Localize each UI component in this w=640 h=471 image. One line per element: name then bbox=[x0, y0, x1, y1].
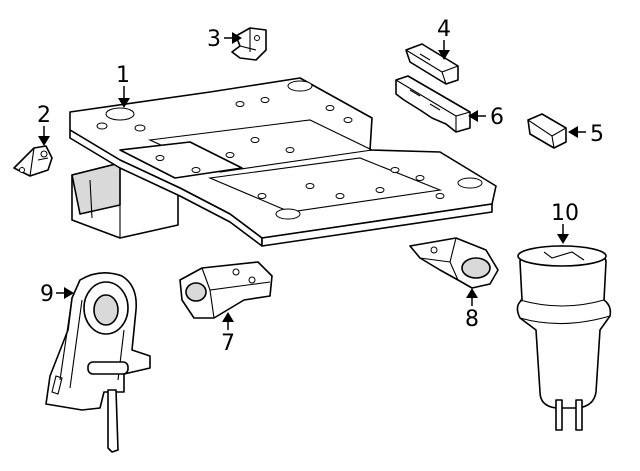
callout-label-9: 9 bbox=[40, 282, 54, 307]
part-8-bracket bbox=[409, 237, 499, 289]
callout-8: 8 bbox=[465, 288, 479, 332]
callout-4: 4 bbox=[437, 17, 451, 60]
callout-6: 6 bbox=[468, 105, 504, 130]
part-9-mount bbox=[45, 272, 151, 453]
part-7-bracket bbox=[179, 261, 273, 319]
callout-label-3: 3 bbox=[207, 27, 221, 52]
part-2-bracket bbox=[13, 145, 53, 177]
callout-2: 2 bbox=[37, 103, 51, 146]
callout-label-7: 7 bbox=[221, 331, 235, 356]
callout-5: 5 bbox=[568, 122, 604, 147]
callout-label-10: 10 bbox=[551, 201, 579, 226]
callout-label-1: 1 bbox=[116, 63, 130, 88]
part-4-spacer bbox=[405, 43, 459, 85]
callout-label-6: 6 bbox=[490, 105, 504, 130]
callout-label-2: 2 bbox=[37, 103, 51, 128]
part-10-air-spring bbox=[516, 245, 612, 431]
callout-label-8: 8 bbox=[465, 307, 479, 332]
callout-label-4: 4 bbox=[437, 17, 451, 42]
callout-10: 10 bbox=[551, 201, 579, 244]
callout-9: 9 bbox=[40, 282, 74, 307]
part-1-tray bbox=[69, 77, 497, 247]
callout-label-5: 5 bbox=[590, 122, 604, 147]
callout-3: 3 bbox=[207, 27, 242, 52]
part-6-long-spacer bbox=[395, 75, 471, 133]
callout-1: 1 bbox=[116, 63, 130, 108]
part-5-small-spacer bbox=[527, 113, 567, 149]
callout-7: 7 bbox=[221, 312, 235, 356]
part-3-clip bbox=[231, 27, 267, 61]
